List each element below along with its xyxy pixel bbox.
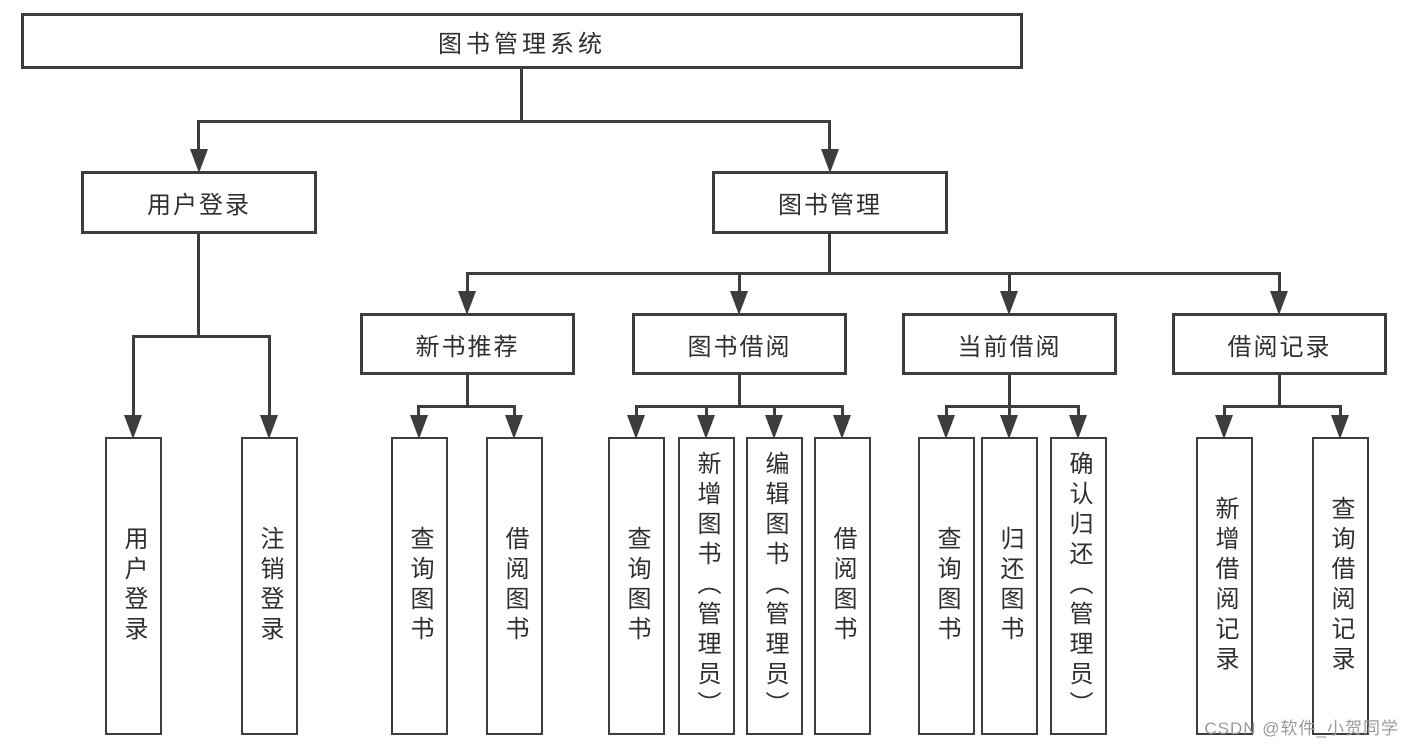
- connector-line: [132, 335, 135, 417]
- arrowhead: [190, 149, 208, 173]
- connector-line: [197, 120, 831, 123]
- arrowhead: [410, 415, 428, 439]
- connector-line: [945, 405, 948, 417]
- arrowhead: [124, 415, 142, 439]
- leaf-add-borrow-record: 新增借阅记录: [1196, 437, 1253, 735]
- arrowhead: [937, 415, 955, 439]
- connector-line: [1223, 405, 1226, 417]
- node-user-login: 用户登录: [81, 171, 317, 234]
- arrowhead: [1215, 415, 1233, 439]
- node-book-management: 图书管理: [712, 171, 948, 234]
- leaf-query-borrow-record: 查询借阅记录: [1312, 437, 1369, 735]
- connector-line: [738, 375, 741, 407]
- arrowhead: [765, 415, 783, 439]
- connector-line: [1278, 272, 1281, 293]
- node-current-borrowing: 当前借阅: [902, 313, 1117, 375]
- arrowhead: [627, 415, 645, 439]
- connector-line: [635, 405, 843, 408]
- csdn-watermark: CSDN @软件_小贺同学: [1204, 719, 1399, 738]
- connector-line: [635, 405, 638, 417]
- leaf-edit-books-admin: 编辑图书（管理员）: [746, 437, 803, 735]
- connector-line: [1008, 405, 1011, 417]
- connector-line: [466, 272, 1280, 275]
- arrowhead: [1270, 291, 1288, 315]
- arrowhead: [821, 149, 839, 173]
- connector-line: [417, 405, 516, 408]
- node-borrowing-records: 借阅记录: [1172, 313, 1387, 375]
- arrowhead: [458, 291, 476, 315]
- leaf-add-books-admin: 新增图书（管理员）: [678, 437, 735, 735]
- connector-line: [520, 69, 523, 122]
- leaf-query-books-recommend: 查询图书: [391, 437, 448, 735]
- connector-line: [513, 405, 516, 417]
- leaf-user-login: 用户登录: [105, 437, 162, 735]
- connector-line: [1008, 272, 1011, 293]
- node-library-management-system: 图书管理系统: [21, 13, 1023, 69]
- connector-line: [132, 335, 271, 338]
- arrowhead: [1000, 415, 1018, 439]
- connector-line: [738, 272, 741, 293]
- connector-line: [1008, 375, 1011, 407]
- leaf-borrow-books-recommend: 借阅图书: [486, 437, 543, 735]
- node-new-book-recommend: 新书推荐: [360, 313, 575, 375]
- leaf-query-books-current: 查询图书: [918, 437, 975, 735]
- arrowhead: [260, 415, 278, 439]
- connector-line: [1339, 405, 1342, 417]
- leaf-query-books-borrow: 查询图书: [608, 437, 665, 735]
- connector-line: [466, 375, 469, 407]
- connector-line: [197, 120, 200, 151]
- arrowhead: [1000, 291, 1018, 315]
- arrowhead: [730, 291, 748, 315]
- connector-line: [841, 405, 844, 417]
- arrowhead: [1069, 415, 1087, 439]
- connector-line: [773, 405, 776, 417]
- connector-line: [197, 234, 200, 337]
- connector-line: [417, 405, 420, 417]
- arrowhead: [1331, 415, 1349, 439]
- leaf-logout: 注销登录: [241, 437, 298, 735]
- leaf-return-books: 归还图书: [981, 437, 1038, 735]
- connector-line: [705, 405, 708, 417]
- connector-line: [466, 272, 469, 293]
- arrowhead: [697, 415, 715, 439]
- node-book-borrowing: 图书借阅: [632, 313, 847, 375]
- arrowhead: [505, 415, 523, 439]
- connector-line: [1077, 405, 1080, 417]
- connector-line: [828, 234, 831, 275]
- arrowhead: [833, 415, 851, 439]
- connector-line: [1223, 405, 1342, 408]
- connector-line: [828, 120, 831, 151]
- leaf-confirm-return-admin: 确认归还（管理员）: [1050, 437, 1107, 735]
- leaf-borrow-books: 借阅图书: [814, 437, 871, 735]
- connector-line: [268, 335, 271, 417]
- connector-line: [945, 405, 1080, 408]
- connector-line: [1278, 375, 1281, 407]
